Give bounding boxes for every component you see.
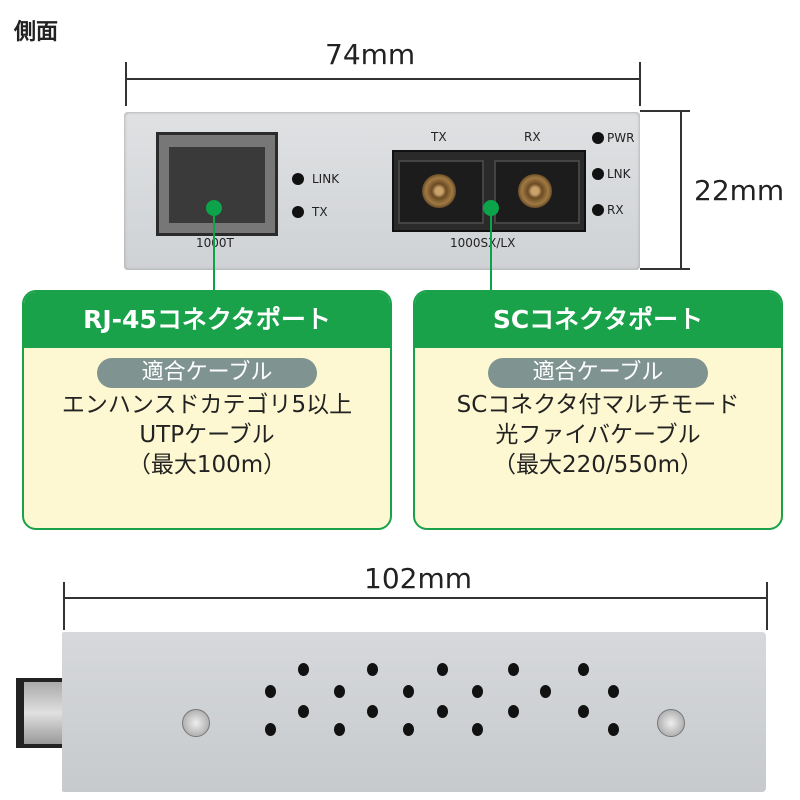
vent-hole xyxy=(578,663,589,676)
vent-hole xyxy=(265,723,276,736)
sc-cable-line: （最大220/550m） xyxy=(493,452,703,478)
vent-hole xyxy=(437,663,448,676)
sc-pointer-dot xyxy=(483,200,499,216)
vent-hole xyxy=(608,685,619,698)
sc-tx-port xyxy=(398,160,484,224)
height-dimension-tick-top xyxy=(640,110,690,112)
height-dimension-line xyxy=(680,110,682,270)
sc-cable-description: SCコネクタ付マルチモード 光ファイバケーブル （最大220/550m） xyxy=(415,390,781,480)
sc-cable-line: 光ファイバケーブル xyxy=(495,422,701,448)
sc-rx-label: RX xyxy=(524,130,541,144)
pwr-led-icon xyxy=(592,132,604,144)
vent-hole xyxy=(367,705,378,718)
rj45-pointer-line xyxy=(213,210,215,292)
vent-hole xyxy=(298,705,309,718)
rj45-port xyxy=(156,132,278,236)
side-connector-body xyxy=(24,682,62,744)
vent-hole xyxy=(540,685,551,698)
sc-callout-header: SCコネクタポート xyxy=(415,292,781,348)
rx-led-icon xyxy=(592,204,604,216)
screw-icon xyxy=(182,709,210,737)
rj45-callout-header: RJ-45コネクタポート xyxy=(24,292,390,348)
vent-hole xyxy=(334,685,345,698)
vent-hole xyxy=(608,723,619,736)
pwr-led-label: PWR xyxy=(607,131,635,145)
rj45-pointer-dot xyxy=(206,200,222,216)
vent-hole xyxy=(403,723,414,736)
width-dimension-line xyxy=(126,78,640,80)
tx-ferrule-icon xyxy=(422,174,456,208)
width-dimension-tick-left xyxy=(125,62,127,106)
length-dimension-tick-left xyxy=(63,582,65,630)
sc-port-label: 1000SX/LX xyxy=(450,236,516,250)
vent-hole xyxy=(298,663,309,676)
side-connector xyxy=(16,678,62,748)
width-dimension-tick-right xyxy=(639,62,641,106)
sc-pointer-line xyxy=(490,210,492,292)
rx-led-label: RX xyxy=(607,203,624,217)
vent-hole xyxy=(437,705,448,718)
lnk-led-icon xyxy=(592,168,604,180)
sc-callout: SCコネクタポート 適合ケーブル SCコネクタ付マルチモード 光ファイバケーブル… xyxy=(413,290,783,530)
link-led-icon xyxy=(292,173,304,185)
length-dimension-tick-right xyxy=(766,582,768,630)
rj45-cable-description: エンハンスドカテゴリ5以上 UTPケーブル （最大100m） xyxy=(24,390,390,480)
width-dimension-label: 74mm xyxy=(325,38,416,71)
rj45-cable-line: エンハンスドカテゴリ5以上 xyxy=(61,392,353,418)
side-view-title: 側面 xyxy=(14,20,59,45)
vent-hole xyxy=(508,663,519,676)
lnk-led-label: LNK xyxy=(607,167,631,181)
screw-icon xyxy=(657,709,685,737)
vent-hole xyxy=(472,685,483,698)
rj45-cable-line: UTPケーブル xyxy=(139,422,275,448)
rj45-cable-line: （最大100m） xyxy=(127,452,287,478)
rj45-cable-pill: 適合ケーブル xyxy=(97,358,317,388)
rx-ferrule-icon xyxy=(518,174,552,208)
vent-hole xyxy=(578,705,589,718)
tx-led-icon xyxy=(292,206,304,218)
tx-led-label: TX xyxy=(312,205,328,219)
link-led-label: LINK xyxy=(312,172,340,186)
length-dimension-line xyxy=(64,597,767,599)
side-panel xyxy=(62,632,766,792)
rj45-callout: RJ-45コネクタポート 適合ケーブル エンハンスドカテゴリ5以上 UTPケーブ… xyxy=(22,290,392,530)
height-dimension-label: 22mm xyxy=(694,174,785,207)
vent-hole xyxy=(334,723,345,736)
vent-hole xyxy=(403,685,414,698)
sc-cable-pill: 適合ケーブル xyxy=(488,358,708,388)
length-dimension-label: 102mm xyxy=(364,562,472,595)
sc-rx-port xyxy=(494,160,580,224)
vent-hole xyxy=(472,723,483,736)
sc-cable-line: SCコネクタ付マルチモード xyxy=(456,392,740,418)
vent-hole xyxy=(508,705,519,718)
sc-tx-label: TX xyxy=(431,130,447,144)
vent-hole xyxy=(367,663,378,676)
height-dimension-tick-bottom xyxy=(640,268,690,270)
sc-connector-port xyxy=(392,150,586,232)
vent-hole xyxy=(265,685,276,698)
